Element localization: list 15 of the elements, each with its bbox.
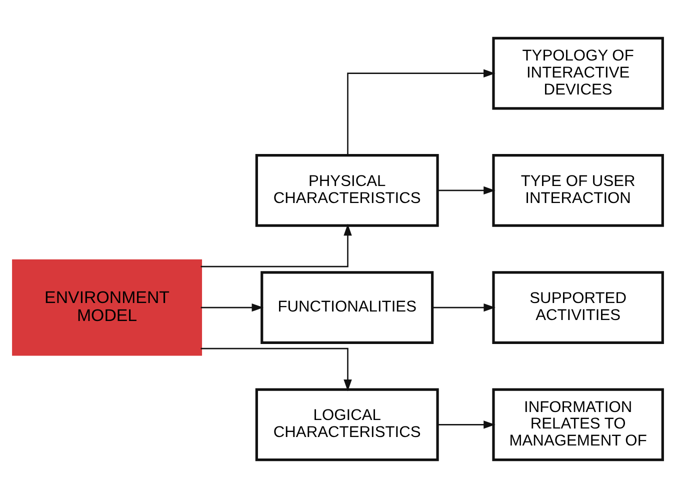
arrow [200, 303, 264, 312]
node-box: ENVIRONMENT MODEL [12, 259, 202, 356]
node-box: TYPOLOGY OF INTERACTIVE DEVICES [492, 36, 664, 110]
node-box: FUNCTIONALITIES [260, 271, 434, 344]
arrow [200, 348, 352, 392]
node-box: PHYSICAL CHARACTERISTICS [255, 154, 439, 227]
node-box: TYPE OF USER INTERACTION [492, 154, 664, 227]
arrow [432, 303, 496, 312]
arrow [438, 420, 496, 429]
arrow [438, 186, 496, 195]
arrow [347, 69, 496, 156]
node-box: SUPPORTED ACTIVITIES [492, 271, 664, 344]
node-box: INFORMATION RELATES TO MANAGEMENT OF [492, 388, 664, 462]
arrow [200, 224, 352, 268]
node-box: LOGICAL CHARACTERISTICS [255, 388, 439, 462]
